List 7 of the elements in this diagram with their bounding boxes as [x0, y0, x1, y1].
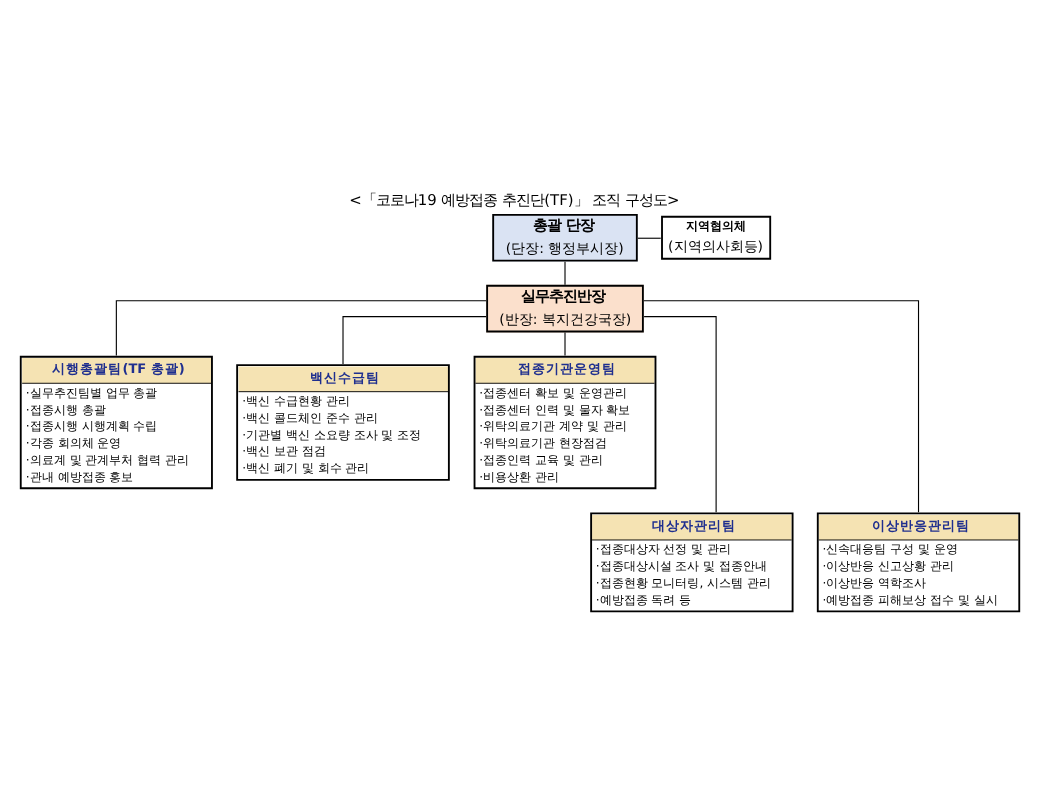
connector	[564, 260, 566, 285]
connector	[637, 236, 662, 238]
connector	[564, 330, 566, 356]
connector	[643, 315, 717, 512]
connector	[115, 299, 487, 356]
connector	[643, 299, 920, 512]
connector	[342, 315, 487, 364]
